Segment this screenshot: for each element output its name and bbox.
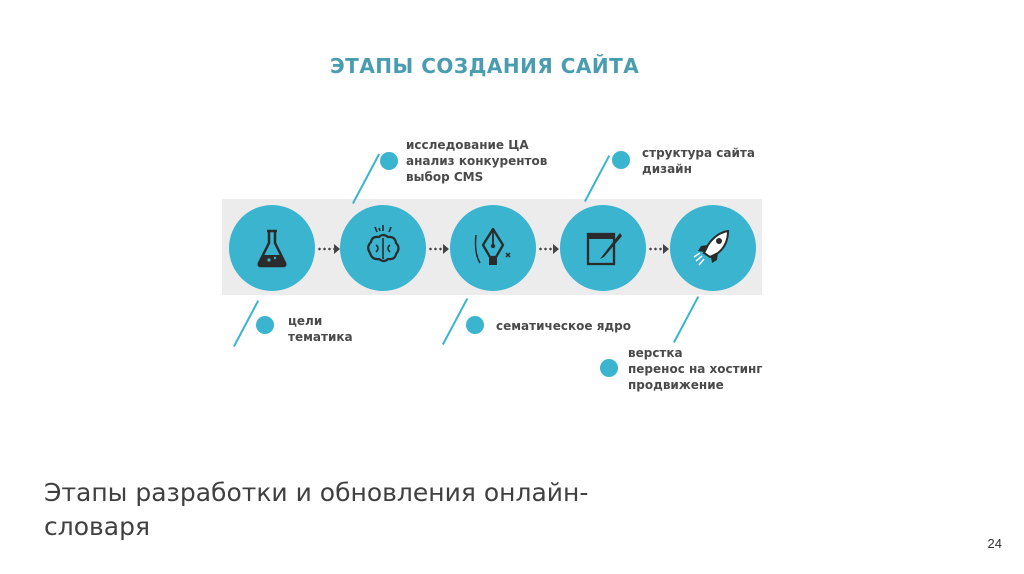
note-structure: структура сайта дизайн [642,145,755,177]
arrowhead-4 [663,244,669,254]
note-research-line-1: исследование ЦА [406,138,529,152]
bullet-goals [256,316,274,334]
bullet-structure [612,151,630,169]
note-goals-line-1: цели [288,314,323,328]
note-research-line-3: выбор CMS [406,170,484,184]
bullet-research [380,152,398,170]
pen-nib-icon [474,227,511,265]
note-launch: верстка перенос на хостинг продвижение [628,345,763,393]
stage-4-circle [560,205,646,291]
note-structure-line-2: дизайн [642,162,692,176]
bullet-semantic [466,316,484,334]
connector-semantic [442,298,468,345]
note-research-line-2: анализ конкурентов [406,154,548,168]
note-structure-line-1: структура сайта [642,146,755,160]
note-launch-line-1: верстка [628,346,683,360]
note-goals-line-2: тематика [288,330,353,344]
connector-goals [233,300,259,347]
note-semantic-line-1: сематическое ядро [496,319,631,333]
note-semantic: сематическое ядро [496,318,631,334]
note-launch-line-2: перенос на хостинг [628,362,763,376]
brain-icon [367,225,400,263]
arrowhead-3 [553,244,559,254]
stage-5-circle [670,205,756,291]
note-research: исследование ЦА анализ конкурентов выбор… [406,137,547,185]
page-number: 24 [987,536,1002,551]
bullet-launch [600,359,618,377]
stage-3-circle [450,205,536,291]
arrow-dots-4 [648,247,664,251]
connector-structure [584,155,610,202]
arrowhead-2 [443,244,449,254]
notepad-pencil-icon [586,232,622,266]
connector-launch [673,296,699,343]
arrow-dots-2 [428,247,444,251]
stage-1-circle [229,205,315,291]
slide-caption: Этапы разработки и обновления онлайн-сло… [44,478,589,541]
flask-icon [257,229,287,268]
arrowhead-1 [334,244,340,254]
arrow-dots-1 [317,247,335,251]
diagram-title: ЭТАПЫ СОЗДАНИЯ САЙТА [330,54,640,78]
stage-2-circle [340,205,426,291]
arrow-dots-3 [538,247,554,251]
note-launch-line-3: продвижение [628,378,724,392]
note-goals: цели тематика [288,313,353,345]
rocket-icon [693,229,730,266]
connector-research [352,153,380,204]
